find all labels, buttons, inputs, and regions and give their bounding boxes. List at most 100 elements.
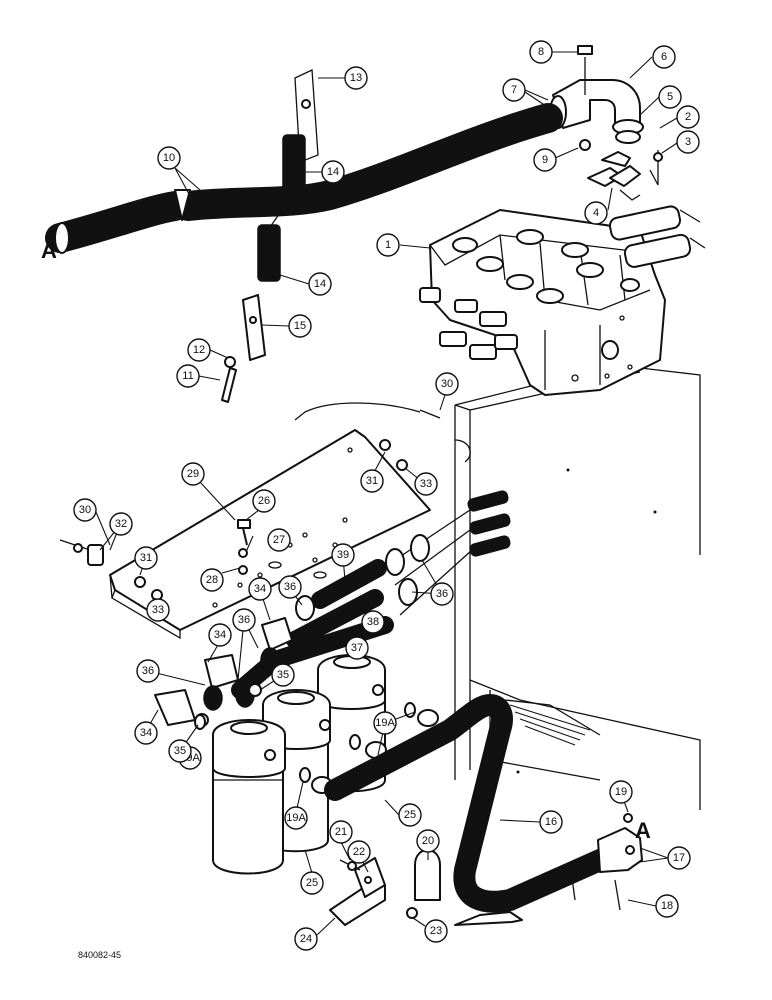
match-mark-right: A [635, 818, 651, 843]
callout-4: 4 [584, 201, 608, 225]
svg-text:38: 38 [367, 616, 379, 628]
callout-17: 17 [667, 846, 691, 870]
svg-text:34: 34 [214, 629, 226, 641]
hydraulic-tube [324, 693, 643, 926]
callout-37: 37 [345, 636, 369, 660]
callout-30a: 30 [73, 498, 97, 522]
callout-36c: 36 [136, 659, 160, 683]
callout-27: 27 [267, 528, 291, 552]
callout-33a: 33 [414, 472, 438, 496]
callout-25a: 25 [398, 803, 422, 827]
svg-text:14: 14 [327, 166, 339, 178]
svg-text:19: 19 [615, 786, 627, 798]
svg-text:33: 33 [152, 604, 164, 616]
svg-text:35: 35 [174, 745, 186, 757]
callout-18: 18 [655, 894, 679, 918]
svg-text:36: 36 [142, 665, 154, 677]
callout-3: 3 [676, 130, 700, 154]
callout-2: 2 [676, 105, 700, 129]
svg-text:30: 30 [79, 504, 91, 516]
callout-28: 28 [200, 568, 224, 592]
svg-text:11: 11 [182, 370, 193, 382]
callout-12: 12 [187, 338, 211, 362]
callout-34c: 34 [134, 721, 158, 745]
callout-23: 23 [424, 919, 448, 943]
svg-text:39: 39 [337, 549, 349, 561]
callout-15: 15 [288, 314, 312, 338]
svg-text:15: 15 [294, 320, 306, 332]
svg-text:19A: 19A [286, 812, 306, 824]
svg-text:16: 16 [545, 816, 557, 828]
svg-text:31: 31 [366, 475, 378, 487]
valve-ports [452, 229, 640, 360]
svg-text:18: 18 [661, 900, 673, 912]
svg-text:10: 10 [163, 152, 175, 164]
svg-text:24: 24 [300, 933, 312, 945]
svg-text:5: 5 [667, 91, 673, 103]
callout-39: 39 [331, 543, 355, 567]
svg-text:1: 1 [385, 239, 391, 251]
svg-text:4: 4 [593, 207, 599, 219]
callout-20: 20 [416, 829, 440, 853]
svg-text:14: 14 [314, 278, 326, 290]
svg-text:35: 35 [277, 669, 289, 681]
filter-assemblies [194, 654, 439, 875]
svg-text:26: 26 [258, 495, 270, 507]
svg-text:36: 36 [436, 588, 448, 600]
callout-34a: 34 [248, 577, 272, 601]
svg-text:30: 30 [441, 378, 453, 390]
svg-text:7: 7 [511, 84, 517, 96]
callout-19a-2: 19A [284, 806, 308, 830]
svg-text:31: 31 [140, 552, 152, 564]
callout-14a: 14 [321, 160, 345, 184]
elbow-fitting [549, 45, 663, 201]
callout-7: 7 [502, 78, 526, 102]
elbow-fittings [154, 617, 293, 727]
svg-text:28: 28 [206, 574, 218, 586]
callout-35a: 35 [271, 663, 295, 687]
callout-33b: 33 [146, 598, 170, 622]
callout-31a: 31 [360, 469, 384, 493]
svg-text:21: 21 [335, 826, 347, 838]
valve-spools [419, 205, 706, 382]
svg-text:22: 22 [353, 846, 365, 858]
callout-14b: 14 [308, 272, 332, 296]
svg-text:17: 17 [673, 852, 685, 864]
svg-text:36: 36 [238, 614, 250, 626]
svg-text:25: 25 [306, 877, 318, 889]
callout-10: 10 [157, 146, 181, 170]
svg-text:34: 34 [140, 727, 152, 739]
match-mark-left: A [41, 238, 57, 263]
callout-34b: 34 [208, 623, 232, 647]
svg-text:34: 34 [254, 583, 266, 595]
svg-text:2: 2 [685, 111, 691, 123]
svg-text:27: 27 [273, 534, 285, 546]
svg-text:12: 12 [193, 344, 205, 356]
svg-text:32: 32 [115, 518, 127, 530]
callout-19a-1: 19A [373, 711, 397, 735]
control-valve [419, 205, 706, 396]
callout-31b: 31 [134, 546, 158, 570]
plate-fasteners [59, 409, 441, 601]
svg-text:3: 3 [685, 136, 691, 148]
callout-16: 16 [539, 810, 563, 834]
filter-front [212, 719, 286, 875]
svg-text:33: 33 [420, 478, 432, 490]
return-hose [45, 103, 563, 254]
callout-9: 9 [533, 148, 557, 172]
callout-38: 38 [361, 610, 385, 634]
callout-29: 29 [181, 462, 205, 486]
svg-text:36: 36 [284, 581, 296, 593]
callout-24: 24 [294, 927, 318, 951]
callout-8: 8 [529, 40, 553, 64]
hose-clamp [221, 69, 319, 403]
svg-text:25: 25 [404, 809, 416, 821]
callout-bubbles: 1 2 3 4 5 6 7 8 9 10 11 12 13 14 14 15 1… [73, 40, 700, 951]
svg-text:19A: 19A [375, 717, 395, 729]
callout-36a: 36 [278, 575, 302, 599]
svg-text:13: 13 [350, 72, 362, 84]
tube-bracket [329, 813, 633, 926]
callout-35b: 35 [168, 739, 192, 763]
svg-text:8: 8 [538, 46, 544, 58]
